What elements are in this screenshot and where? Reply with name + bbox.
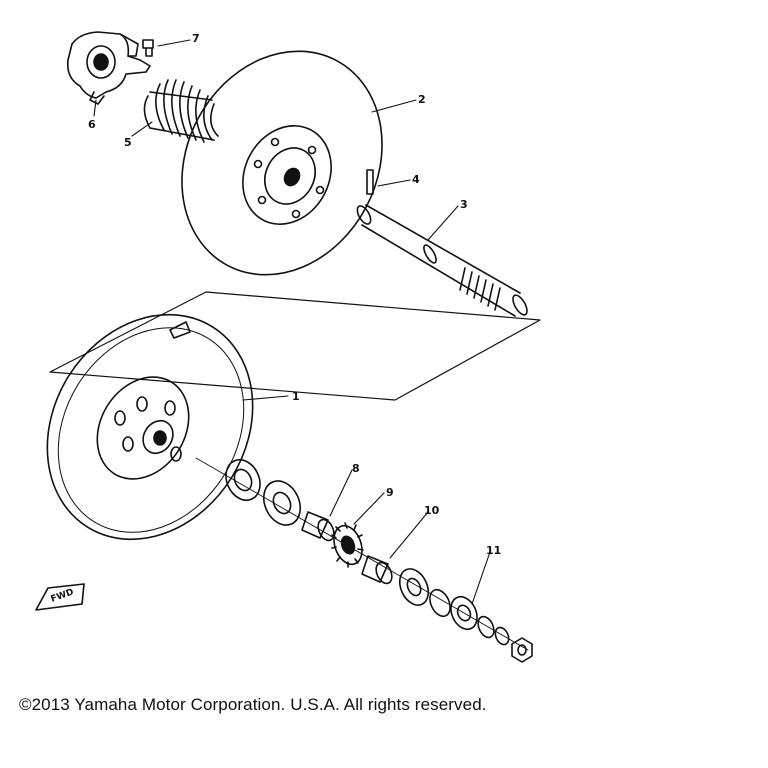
bearing-1 — [225, 459, 261, 501]
leader-lines — [93, 39, 491, 605]
part-7-bolt — [142, 39, 154, 57]
callout-11: 11 — [486, 544, 501, 557]
callout-3: 3 — [460, 198, 468, 211]
part-9-sprocket — [331, 522, 364, 568]
washer-small — [494, 626, 510, 646]
callout-8: 8 — [352, 462, 360, 475]
assembly-outline — [49, 291, 541, 401]
callout-7: 7 — [192, 32, 200, 45]
callout-9: 9 — [386, 486, 394, 499]
part-8-collar — [301, 511, 335, 542]
nut — [511, 637, 533, 663]
callout-5: 5 — [124, 136, 132, 149]
callout-10: 10 — [424, 504, 440, 517]
part-10-collar — [361, 555, 393, 585]
part-3-shaft — [356, 204, 528, 317]
callout-1: 1 — [292, 390, 300, 403]
fwd-arrow — [35, 583, 85, 611]
part-11-bearing — [450, 595, 478, 631]
part-1-primary-sheave — [46, 313, 254, 541]
bearing-2 — [262, 480, 302, 526]
fwd-label: FWD — [50, 587, 76, 604]
ring — [477, 615, 495, 639]
exploded-parts-diagram: 1 2 3 4 5 6 7 8 9 10 11 FWD — [35, 31, 541, 663]
part-4-key — [366, 169, 374, 195]
part-2-sheave-disc — [181, 50, 383, 276]
part-6-bracket — [66, 31, 151, 105]
copyright-notice: ©2013 Yamaha Motor Corporation. U.S.A. A… — [19, 695, 487, 714]
callout-6: 6 — [88, 118, 96, 131]
callout-2: 2 — [418, 93, 426, 106]
callout-4: 4 — [412, 173, 420, 186]
part-5-spring — [143, 79, 219, 143]
bearing-3 — [398, 568, 430, 606]
washer — [429, 588, 451, 618]
